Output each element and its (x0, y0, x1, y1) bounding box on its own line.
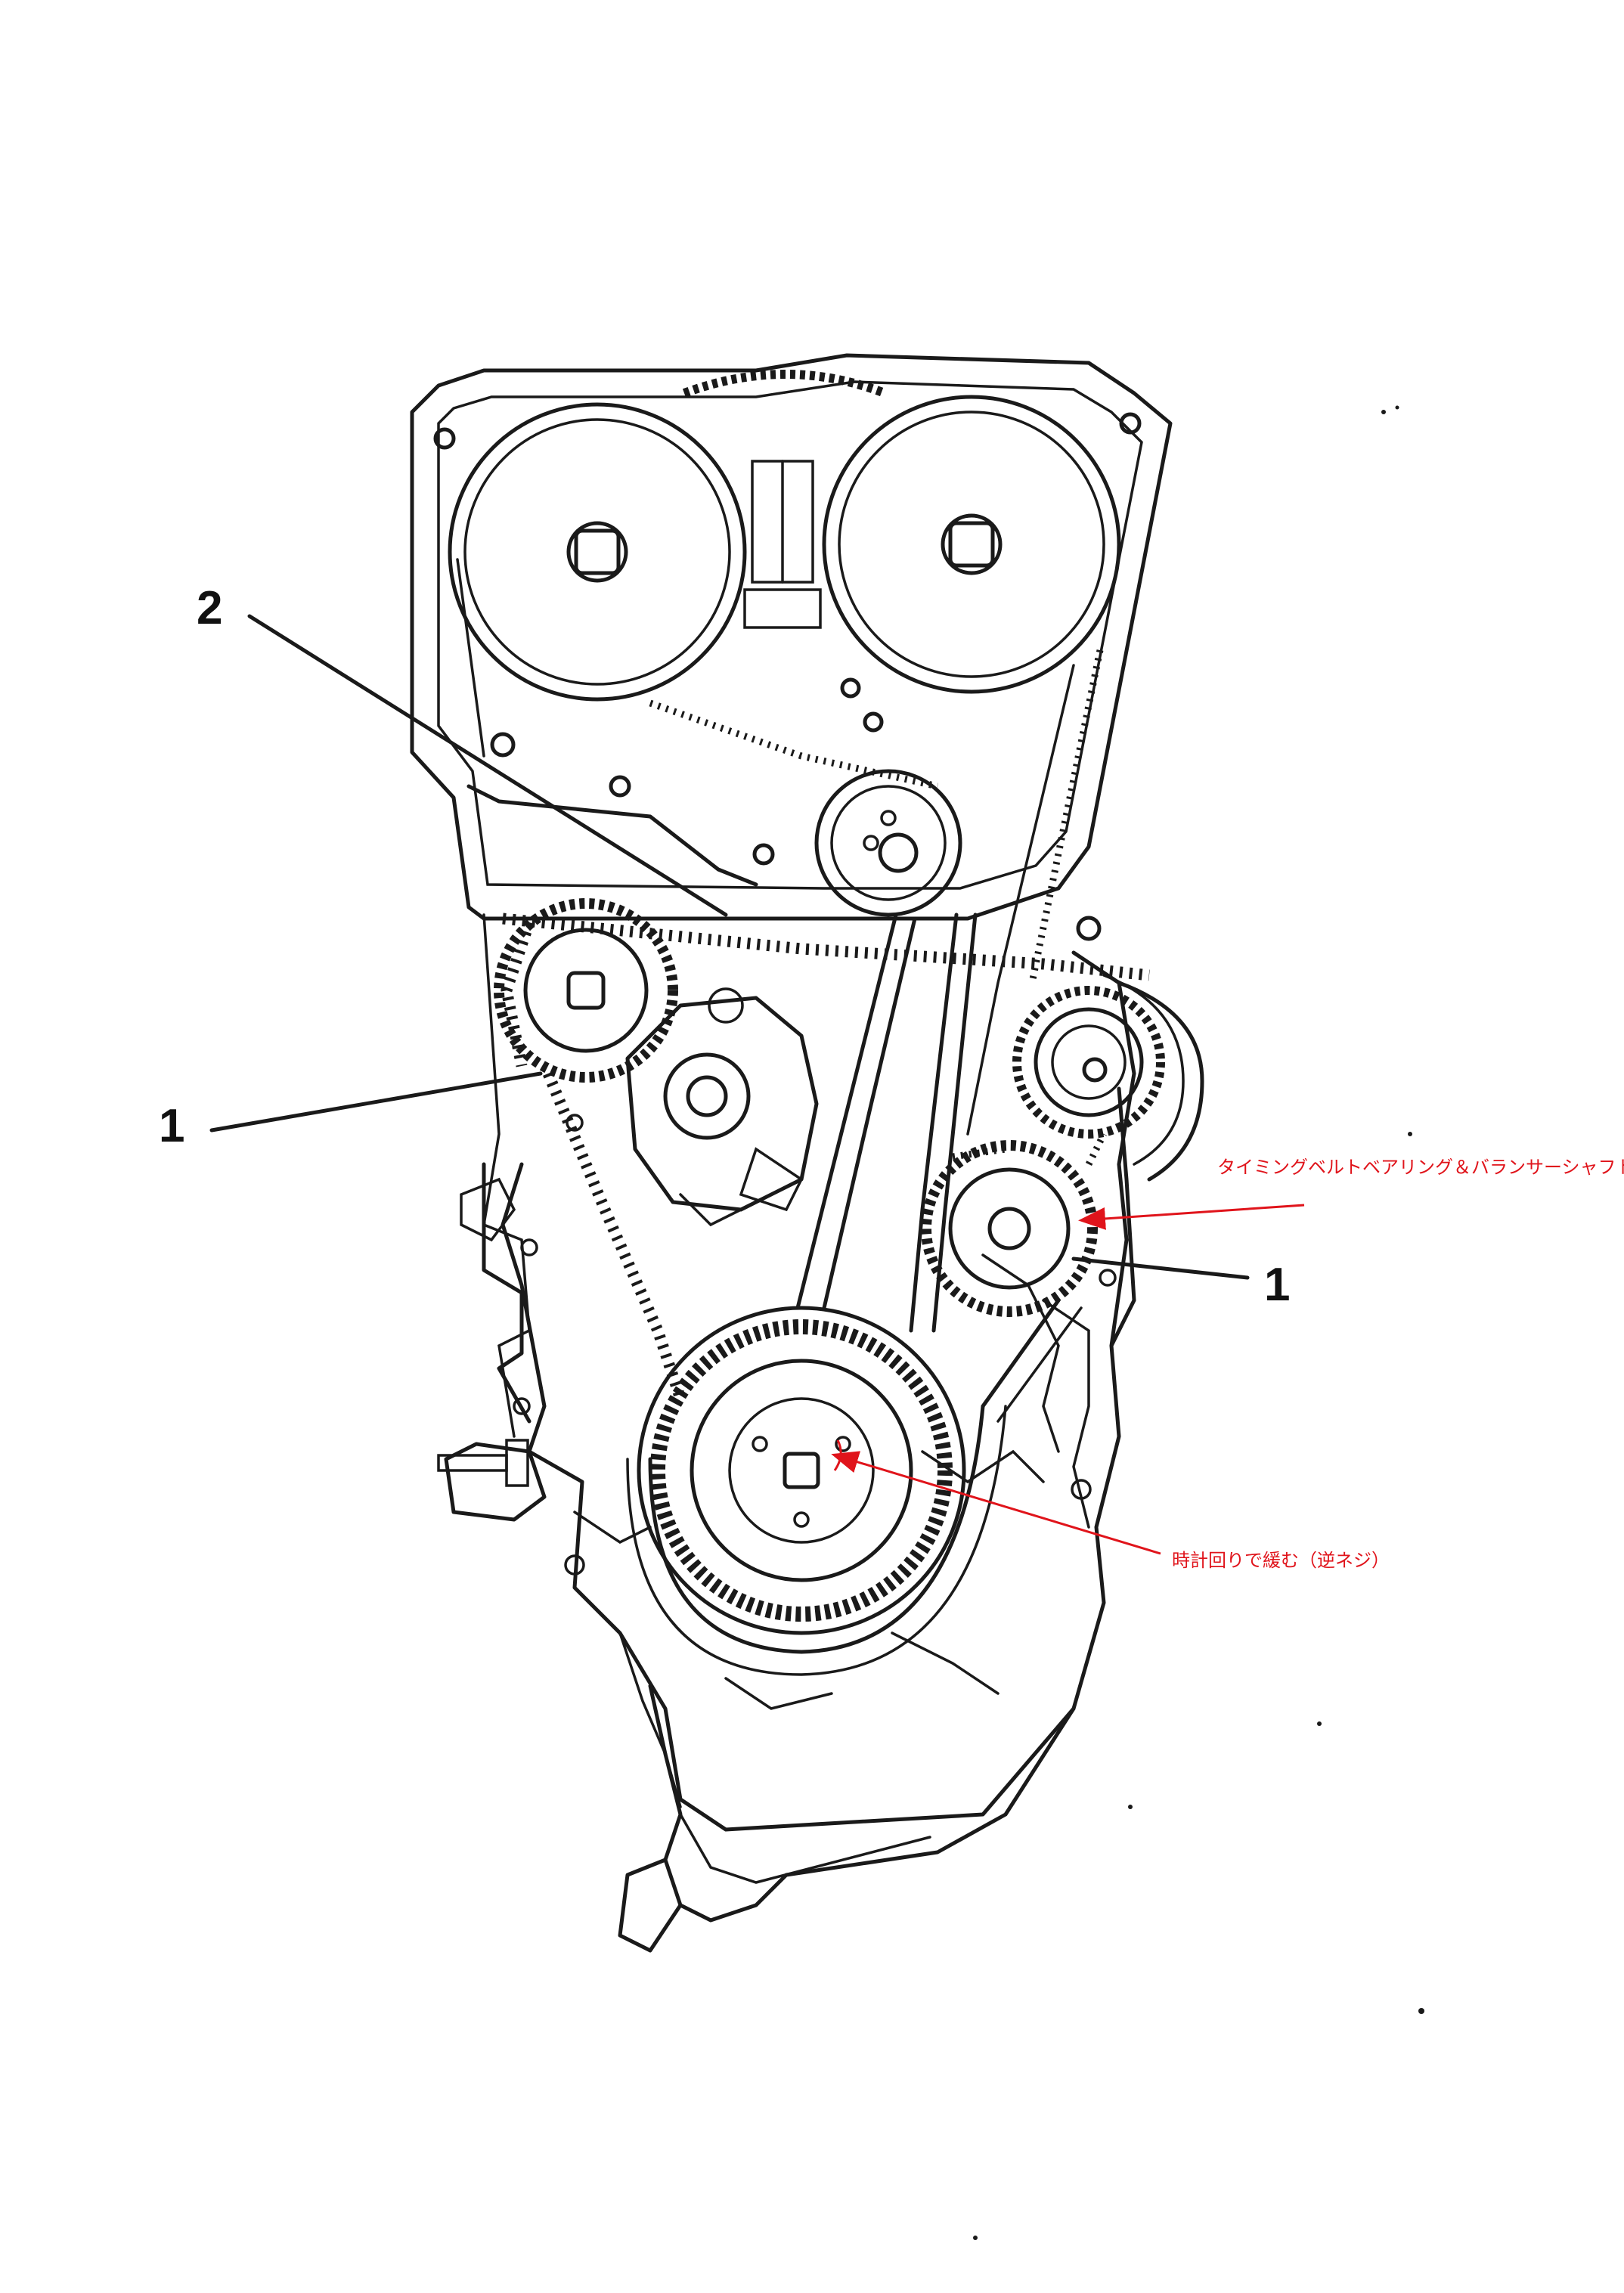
upper-idler-pulley (814, 769, 962, 917)
callout-leaders (209, 614, 1250, 1280)
camshaft-pulley-left (448, 402, 747, 702)
callout-label-1-right: 1 (1264, 1259, 1290, 1311)
bolt-arrow (831, 1451, 1161, 1555)
engine-outline (410, 353, 1173, 1953)
timing-belt (456, 558, 1204, 1676)
balancer-shaft-pulley-right (921, 1140, 1098, 1317)
tensioner-pulley-right (1012, 986, 1165, 1139)
balancer-belt (501, 913, 1150, 1423)
red-annotations: タイミングベルトベアリング＆バランサーシャフト 時計回りで緩む（逆ネジ） (831, 1157, 1624, 1571)
crankshaft-pulley (637, 1306, 966, 1635)
water-pump (625, 987, 819, 1227)
camshaft-pulley-right (822, 395, 1121, 694)
callout-label-1-left: 1 (159, 1100, 184, 1152)
bearing-annotation: タイミングベルトベアリング＆バランサーシャフト (1217, 1157, 1624, 1178)
cam-center-bracket (743, 460, 822, 629)
bearing-arrow (1078, 1204, 1305, 1230)
callout-label-2: 2 (197, 582, 222, 634)
bolt-annotation: 時計回りで緩む（逆ネジ） (1172, 1550, 1390, 1571)
rotation-mark (833, 1439, 842, 1471)
balancer-shaft-pulley-left (494, 898, 678, 1083)
scan-specks (973, 405, 1424, 2240)
